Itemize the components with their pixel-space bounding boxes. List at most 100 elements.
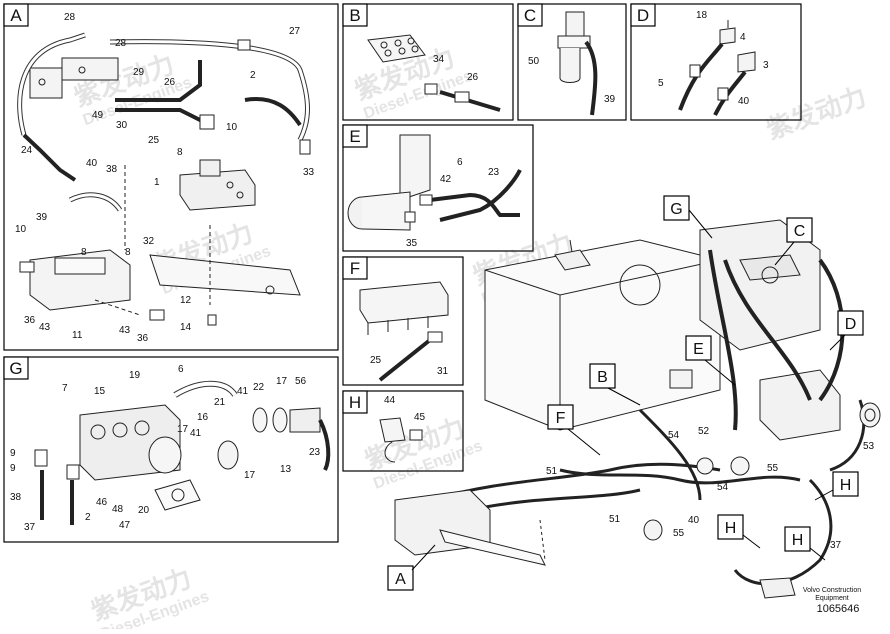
drawing-shape bbox=[252, 407, 268, 433]
part-number-callout: 8 bbox=[177, 147, 183, 158]
drawing-shape bbox=[669, 369, 693, 389]
part-number-callout: 43 bbox=[119, 325, 131, 336]
drawing-shape bbox=[109, 40, 309, 141]
drawing-shape bbox=[759, 577, 796, 599]
part-number-callout: 25 bbox=[370, 355, 382, 366]
drawing-shape bbox=[557, 35, 591, 49]
drawing-shape bbox=[367, 34, 426, 63]
drawing-shape bbox=[567, 428, 601, 456]
part-number-callout: 52 bbox=[698, 426, 710, 437]
panel-c-callouts: 50 39 bbox=[528, 56, 616, 105]
drawing-shape bbox=[484, 239, 721, 431]
drawing-shape bbox=[569, 239, 573, 253]
drawing-shape bbox=[761, 266, 779, 284]
main-letter-a: A bbox=[395, 571, 406, 588]
panel-f-callouts: 25 31 bbox=[370, 355, 449, 377]
part-number-callout: 6 bbox=[178, 364, 184, 375]
part-number-callout: 6 bbox=[457, 157, 463, 168]
part-number-callout: 17 bbox=[177, 424, 189, 435]
part-number-callout: 24 bbox=[21, 145, 33, 156]
drawing-shape bbox=[289, 407, 321, 433]
drawing-shape bbox=[539, 519, 546, 561]
panel-c-letter: C bbox=[524, 6, 536, 25]
drawing-shape bbox=[3, 3, 29, 27]
drawing-shape bbox=[407, 37, 415, 45]
part-number-callout: 23 bbox=[309, 447, 321, 458]
footer-line2: Equipment bbox=[815, 595, 849, 602]
part-number-callout: 43 bbox=[39, 322, 51, 333]
drawing-shape bbox=[439, 90, 501, 112]
panel-e: E 6 23 42 35 bbox=[342, 124, 534, 252]
drawing-shape bbox=[759, 369, 841, 441]
part-number-callout: 11 bbox=[72, 330, 83, 341]
drawing-shape: 紫发动力 Diesel-Engines bbox=[87, 563, 211, 634]
drawing-shape bbox=[342, 3, 368, 27]
part-number-callout: 35 bbox=[406, 238, 418, 249]
part-number-callout: 14 bbox=[180, 322, 192, 333]
drawing-shape bbox=[829, 334, 846, 351]
drawing-shape bbox=[699, 219, 821, 351]
drawing-shape bbox=[217, 440, 239, 470]
drawing-shape bbox=[342, 3, 514, 121]
drawing-shape bbox=[384, 49, 392, 57]
part-number-callout: 51 bbox=[546, 466, 558, 477]
drawing-shape: 紫发动力 bbox=[762, 81, 870, 145]
drawing-shape bbox=[3, 356, 29, 380]
drawing-shape bbox=[171, 488, 185, 502]
drawing-shape bbox=[784, 526, 811, 552]
part-number-callout: 42 bbox=[440, 174, 452, 185]
drawing-shape bbox=[237, 39, 251, 51]
drawing-shape bbox=[3, 3, 339, 351]
part-number-callout: 19 bbox=[129, 370, 141, 381]
drawing-shape bbox=[411, 544, 436, 571]
drawing-shape bbox=[378, 338, 432, 382]
drawing-shape bbox=[696, 457, 714, 475]
drawing-shape bbox=[379, 417, 406, 443]
panel-g-callouts: 7 15 19 6 41 22 17 56 21 41 16 17 9 9 38… bbox=[10, 364, 321, 533]
part-number-callout: 47 bbox=[119, 520, 131, 531]
panel-d-callouts: 18 4 3 5 40 bbox=[658, 10, 769, 107]
drawing-shape bbox=[708, 249, 738, 431]
main-letter-h-3: H bbox=[792, 532, 804, 549]
drawing-shape bbox=[199, 114, 215, 130]
drawing-shape bbox=[837, 310, 864, 336]
drawing-shape bbox=[678, 42, 724, 111]
drawing-shape bbox=[244, 97, 302, 127]
panel-a-letter: A bbox=[10, 6, 22, 25]
drawing-shape bbox=[384, 441, 396, 463]
drawing-shape bbox=[54, 257, 106, 275]
drawing-shape bbox=[236, 191, 244, 199]
drawing-shape bbox=[18, 33, 86, 136]
drawing-shape bbox=[565, 11, 585, 37]
part-number-callout: 28 bbox=[64, 12, 76, 23]
part-number-callout: 37 bbox=[830, 540, 842, 551]
drawing-shape bbox=[424, 83, 438, 95]
drawing-shape bbox=[630, 3, 802, 121]
drawing-shape bbox=[207, 314, 217, 326]
drawing-shape bbox=[112, 422, 128, 438]
drawing-shape bbox=[342, 124, 534, 252]
part-number-callout: 56 bbox=[295, 376, 307, 387]
part-number-callout: 39 bbox=[36, 212, 48, 223]
drawing-shape bbox=[559, 468, 801, 485]
part-number-callout: 26 bbox=[164, 77, 176, 88]
part-number-callout: 17 bbox=[276, 376, 288, 387]
footer-line1: Volvo Construction bbox=[803, 587, 861, 594]
panel-g-letter: G bbox=[9, 359, 22, 378]
part-number-callout: 41 bbox=[190, 428, 202, 439]
part-number-callout: 40 bbox=[738, 96, 750, 107]
main-letter-h-1: H bbox=[840, 477, 852, 494]
panel-c-drawing bbox=[557, 11, 598, 116]
drawing-shape bbox=[361, 191, 411, 231]
part-number-callout: 8 bbox=[81, 247, 87, 258]
drawing-shape bbox=[704, 359, 736, 386]
drawing-shape bbox=[832, 471, 859, 497]
drawing-shape bbox=[517, 3, 627, 121]
drawing-shape bbox=[272, 407, 288, 433]
drawing-shape bbox=[742, 534, 761, 549]
part-number-callout: 9 bbox=[10, 448, 16, 459]
drawing-shape bbox=[411, 45, 419, 53]
part-number-callout: 46 bbox=[96, 497, 108, 508]
part-number-callout: 3 bbox=[763, 60, 769, 71]
